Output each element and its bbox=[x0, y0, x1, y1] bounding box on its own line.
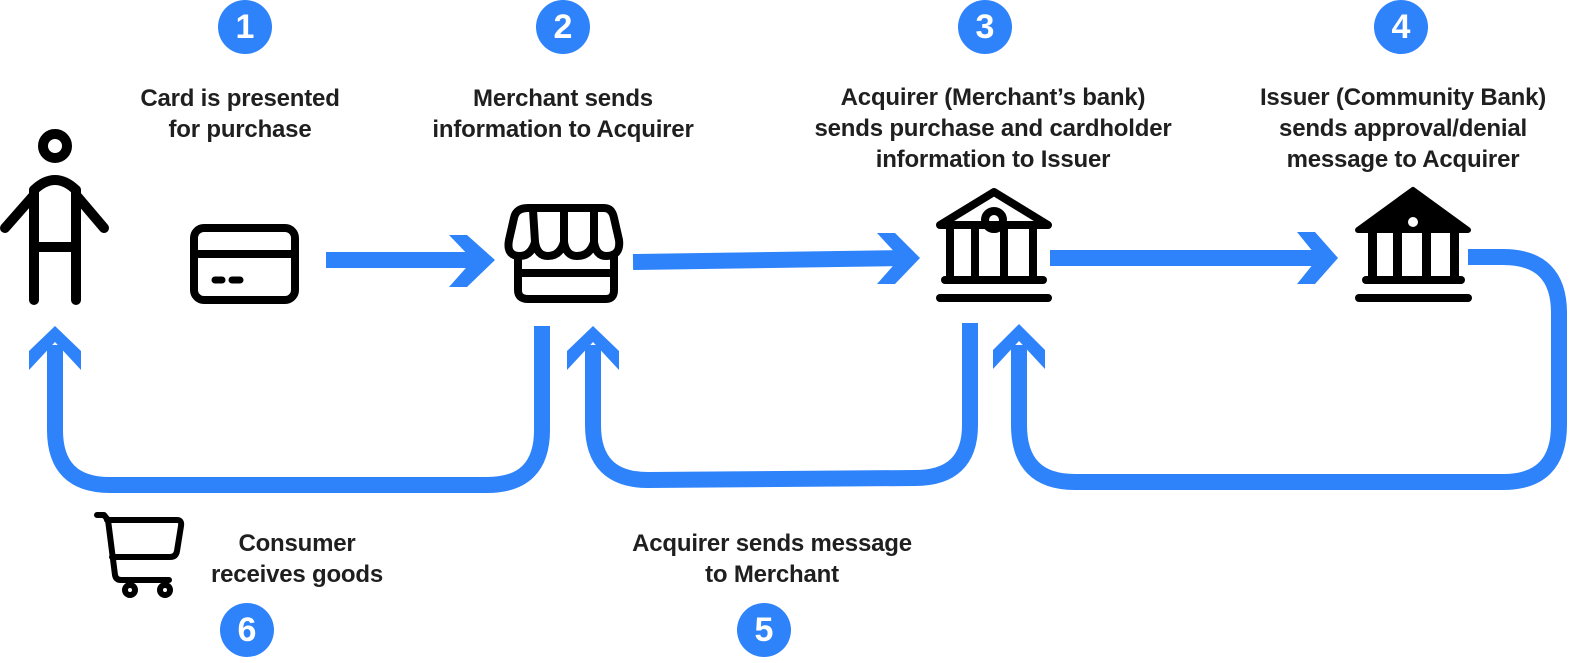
arrowhead-right bbox=[877, 233, 920, 284]
arrow-acquirer-to-merchant bbox=[585, 323, 978, 489]
bank-outline-icon bbox=[936, 188, 1052, 302]
step-label-4: Issuer (Community Bank) sends approval/d… bbox=[1230, 82, 1576, 175]
arrowhead-right bbox=[1297, 232, 1338, 284]
bank-filled-icon bbox=[1355, 187, 1472, 302]
label-line: information to Acquirer bbox=[432, 116, 694, 143]
step-badge-3: 3 bbox=[958, 0, 1012, 54]
step-badge-6: 6 bbox=[220, 603, 274, 657]
shopping-cart-icon bbox=[94, 512, 185, 598]
step-badge-4: 4 bbox=[1374, 0, 1428, 54]
arrowhead-up bbox=[567, 326, 619, 370]
step-badge-2: 2 bbox=[536, 0, 590, 54]
step-label-3: Acquirer (Merchant’s bank) sends purchas… bbox=[785, 82, 1201, 175]
arrow-merchant-to-acquirer bbox=[632, 250, 906, 270]
label-line: receives goods bbox=[211, 561, 383, 588]
step-label-2: Merchant sends information to Acquirer bbox=[405, 83, 721, 145]
step-badge-5: 5 bbox=[737, 603, 791, 657]
arrow-issuer-to-acquirer bbox=[1011, 249, 1567, 490]
step-label-5: Acquirer sends message to Merchant bbox=[597, 528, 947, 590]
label-line: Card is presented bbox=[140, 85, 340, 112]
arrowhead-up bbox=[29, 326, 81, 370]
label-line: Merchant sends bbox=[473, 85, 653, 112]
label-line: information to Issuer bbox=[875, 146, 1111, 173]
label-line: sends approval/denial bbox=[1279, 115, 1527, 142]
step-label-6: Consumer receives goods bbox=[188, 528, 406, 590]
step-badge-1: 1 bbox=[218, 0, 272, 54]
label-line: to Merchant bbox=[705, 561, 839, 588]
label-line: message to Acquirer bbox=[1286, 146, 1520, 173]
label-line: Acquirer (Merchant’s bank) bbox=[840, 84, 1146, 111]
person-icon bbox=[0, 129, 109, 305]
label-line: Issuer (Community Bank) bbox=[1259, 84, 1547, 111]
arrowhead-up bbox=[993, 324, 1045, 369]
storefront-icon bbox=[504, 204, 624, 303]
label-line: sends purchase and cardholder bbox=[814, 115, 1172, 142]
credit-card-icon bbox=[190, 224, 299, 304]
label-line: Acquirer sends message bbox=[632, 530, 912, 557]
label-line: for purchase bbox=[168, 116, 312, 143]
arrow-merchant-to-consumer bbox=[47, 326, 550, 493]
label-line: Consumer bbox=[238, 530, 356, 557]
arrowhead-right bbox=[449, 235, 495, 287]
step-label-1: Card is presented for purchase bbox=[110, 83, 370, 145]
